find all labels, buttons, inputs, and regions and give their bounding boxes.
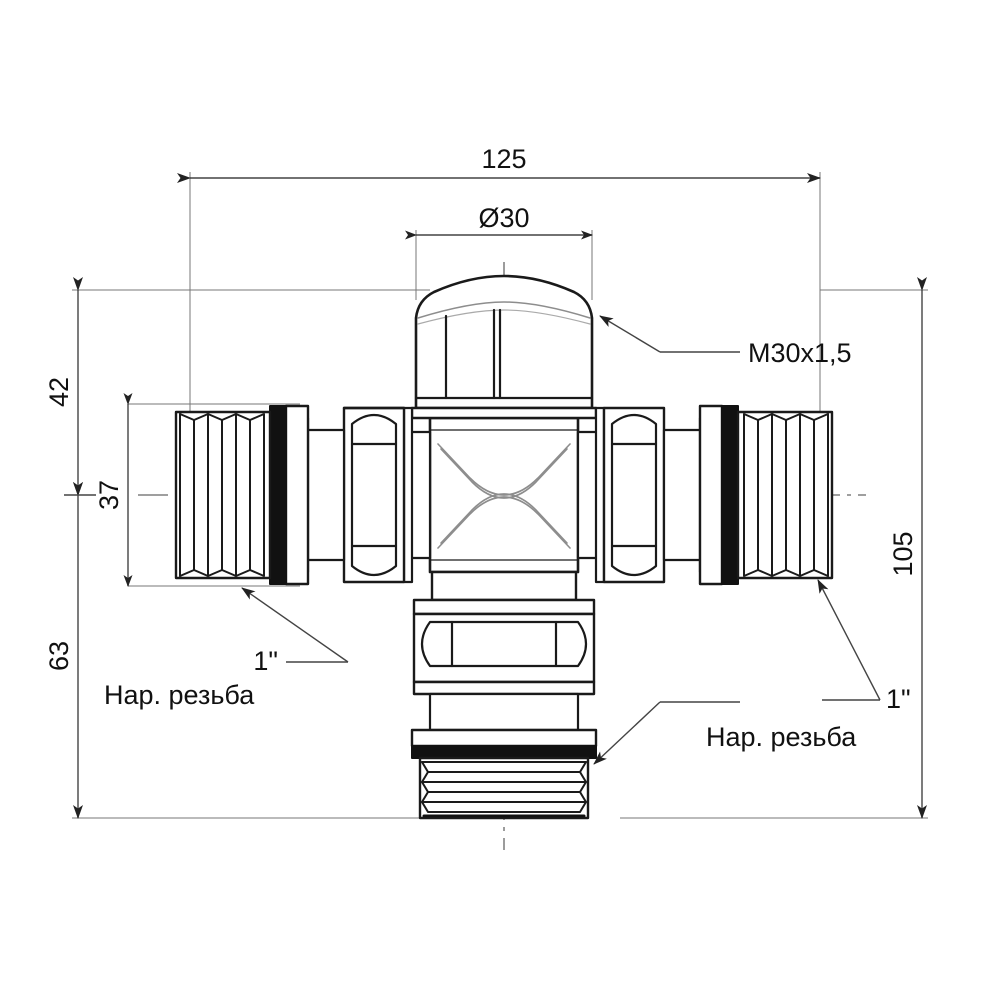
right-arm (576, 404, 834, 586)
leader-m30-arrow (599, 315, 661, 353)
dim-label-42: 42 (44, 377, 74, 407)
valve-head (410, 274, 598, 420)
bottom-outlet (410, 570, 598, 820)
dimension-lines (64, 173, 927, 819)
internal-passage (437, 443, 571, 549)
left-arm (174, 404, 432, 586)
leader-lines (241, 315, 881, 765)
dimension-labels: 125 Ø30 42 37 63 105 (44, 144, 918, 671)
dim-label-125: 125 (481, 144, 526, 174)
bottom-thread-profile (421, 761, 587, 813)
valve-drawing (174, 274, 834, 820)
callout-right-thread-type: Нар. резьба (706, 722, 857, 752)
dim-label-d30: Ø30 (478, 203, 529, 233)
right-thread-profile (743, 413, 829, 577)
dim-label-105: 105 (888, 531, 918, 576)
callout-left-thread-size: 1" (253, 646, 278, 676)
dim-label-37: 37 (94, 480, 124, 510)
callout-right-thread-size: 1" (886, 684, 911, 714)
callout-left-thread-type: Нар. резьба (104, 680, 255, 710)
left-thread-profile (179, 413, 265, 577)
leader-bottom-arrow (593, 701, 661, 765)
dim-label-63: 63 (44, 641, 74, 671)
callout-m30x15: M30x1,5 (748, 338, 852, 368)
callout-labels: M30x1,5 1" Нар. резьба 1" Нар. резьба (104, 338, 911, 752)
leader-left-1in-arrow (241, 587, 349, 663)
leader-right-diag (817, 579, 881, 701)
